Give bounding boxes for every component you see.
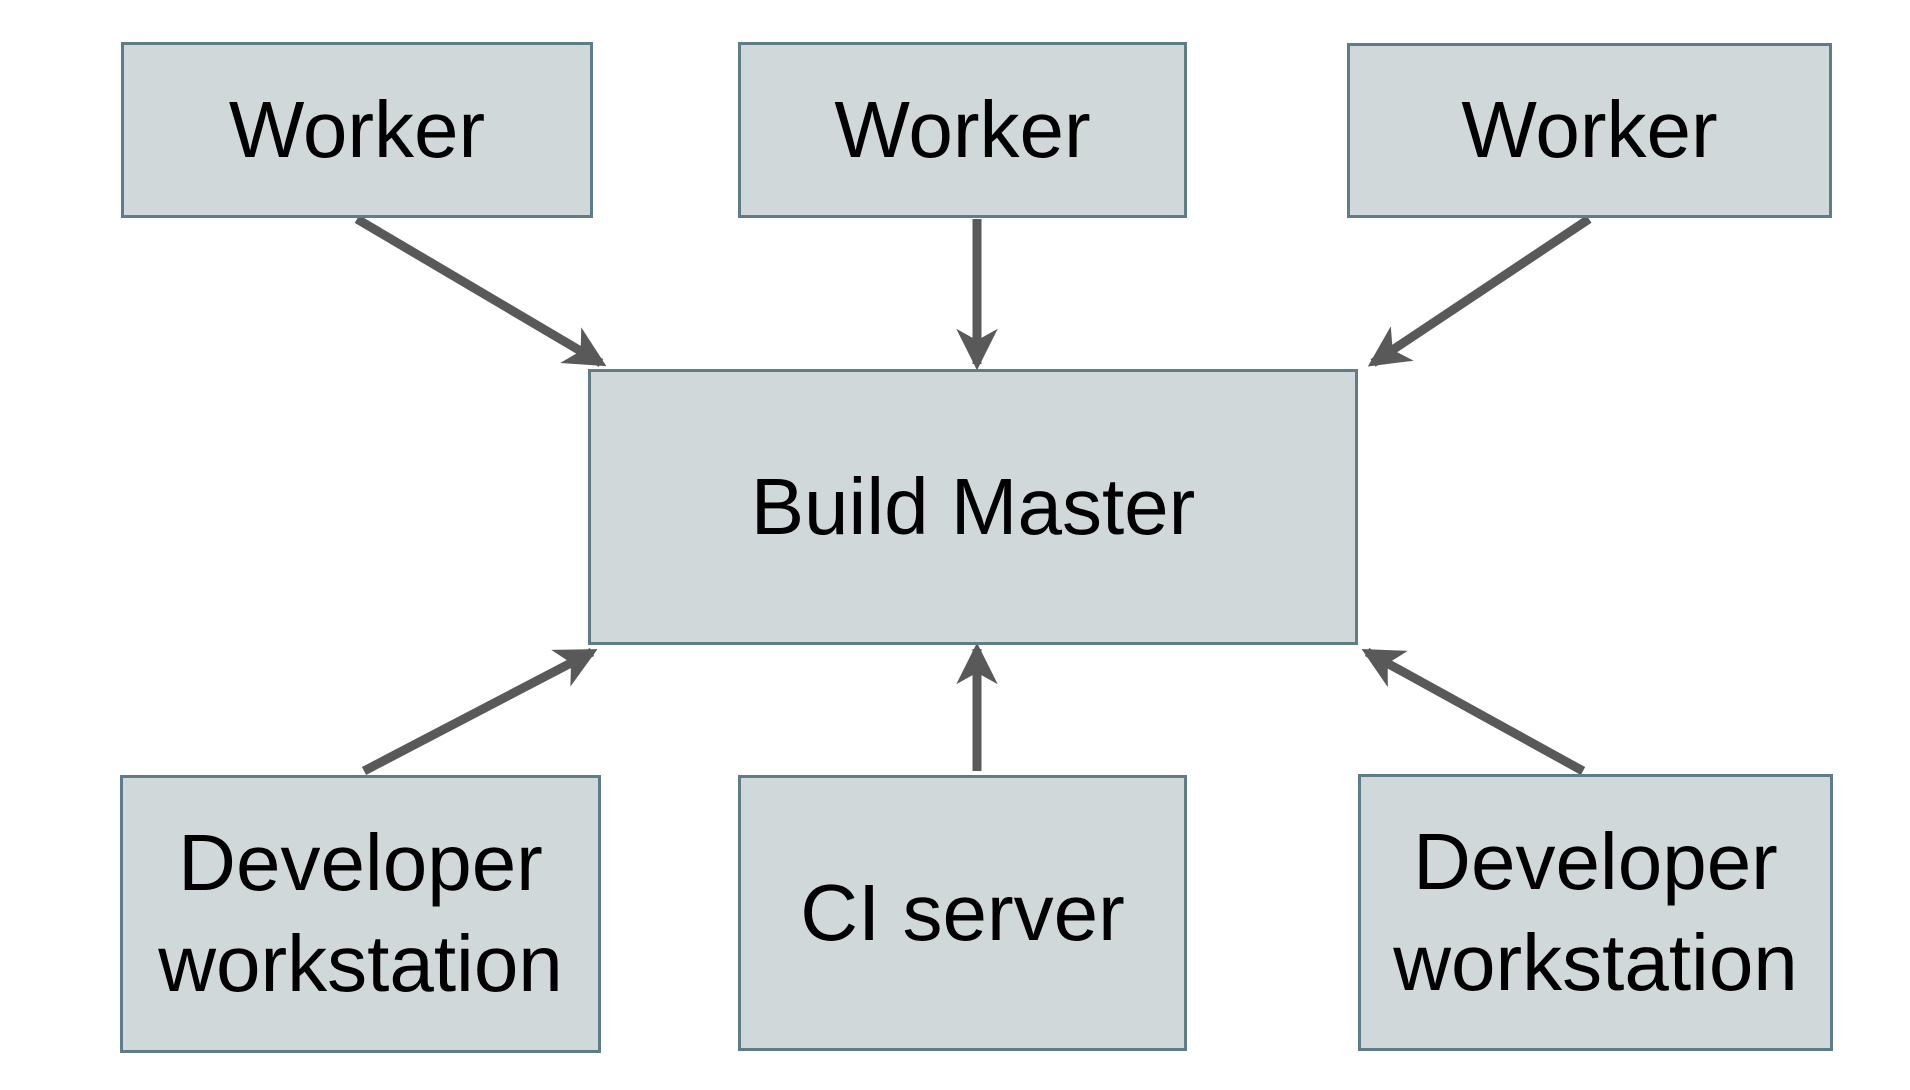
arrow-devws-right-to-buildmaster — [1361, 648, 1586, 775]
node-ci-server-label: CI server — [800, 867, 1125, 957]
arrow-worker3-to-buildmaster — [1367, 215, 1592, 367]
arrow-devws-left-to-buildmaster — [361, 648, 598, 775]
node-worker-1: Worker — [121, 42, 593, 218]
node-developer-workstation-right-label: Developer workstation — [1393, 816, 1798, 1007]
arrow-worker1-to-buildmaster — [354, 215, 607, 367]
node-developer-workstation-left: Developer workstation — [120, 775, 601, 1053]
node-developer-workstation-right: Developer workstation — [1358, 774, 1833, 1051]
node-worker-2: Worker — [738, 42, 1187, 218]
node-ci-server: CI server — [738, 775, 1187, 1051]
node-worker-3: Worker — [1347, 43, 1832, 218]
node-build-master: Build Master — [588, 369, 1358, 645]
node-developer-workstation-left-label: Developer workstation — [158, 818, 563, 1008]
node-worker-1-label: Worker — [228, 84, 486, 174]
node-worker-2-label: Worker — [834, 84, 1091, 174]
node-worker-3-label: Worker — [1461, 85, 1718, 175]
node-build-master-label: Build Master — [750, 461, 1196, 551]
